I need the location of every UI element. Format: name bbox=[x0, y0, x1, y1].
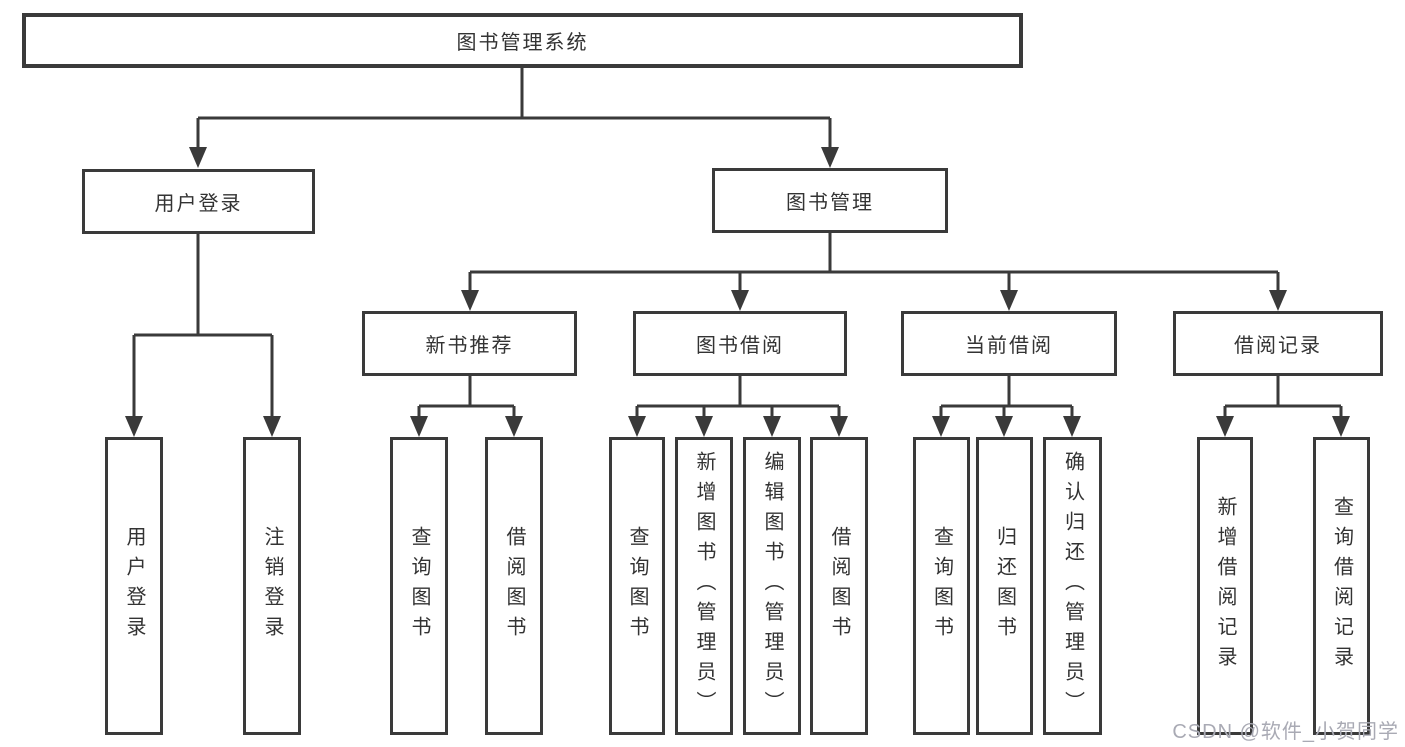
leaf-label: 新增图书（管理员） bbox=[693, 451, 715, 721]
leaf-label: 借阅图书 bbox=[503, 526, 525, 646]
leaf-label: 用户登录 bbox=[123, 526, 145, 646]
node-label: 用户登录 bbox=[154, 193, 243, 215]
leaf-label: 查询图书 bbox=[930, 526, 953, 646]
leaf-return-books: 归还图书 bbox=[976, 437, 1033, 735]
leaf-query-borrow-record: 查询借阅记录 bbox=[1313, 437, 1370, 735]
leaf-label: 注销登录 bbox=[261, 526, 283, 646]
leaf-add-borrow-record: 新增借阅记录 bbox=[1197, 437, 1253, 735]
node-book-management: 图书管理 bbox=[712, 168, 948, 233]
node-book-borrowing: 图书借阅 bbox=[633, 311, 847, 376]
leaf-edit-books-admin: 编辑图书（管理员） bbox=[743, 437, 801, 735]
node-system-root: 图书管理系统 bbox=[22, 13, 1023, 68]
leaf-logout: 注销登录 bbox=[243, 437, 301, 735]
node-current-borrowing: 当前借阅 bbox=[901, 311, 1117, 376]
node-user-login: 用户登录 bbox=[82, 169, 315, 234]
leaf-label: 查询图书 bbox=[408, 526, 430, 646]
leaf-user-login: 用户登录 bbox=[105, 437, 163, 735]
leaf-label: 查询图书 bbox=[626, 526, 648, 646]
node-borrow-records: 借阅记录 bbox=[1173, 311, 1383, 376]
leaf-recommend-borrow-books: 借阅图书 bbox=[485, 437, 543, 735]
leaf-recommend-query-books: 查询图书 bbox=[390, 437, 448, 735]
node-label: 图书管理系统 bbox=[456, 32, 589, 54]
leaf-label: 查询借阅记录 bbox=[1330, 496, 1353, 676]
node-label: 图书借阅 bbox=[696, 335, 784, 357]
leaf-borrowing-borrow-books: 借阅图书 bbox=[810, 437, 868, 735]
node-label: 借阅记录 bbox=[1234, 335, 1322, 357]
leaf-label: 借阅图书 bbox=[828, 526, 850, 646]
leaf-confirm-return-admin: 确认归还（管理员） bbox=[1043, 437, 1102, 735]
leaf-label: 确认归还（管理员） bbox=[1061, 451, 1084, 721]
node-label: 当前借阅 bbox=[965, 335, 1053, 357]
node-label: 新书推荐 bbox=[425, 335, 514, 357]
leaf-current-query-books: 查询图书 bbox=[913, 437, 970, 735]
csdn-watermark: CSDN @软件_小贺同学 bbox=[1172, 721, 1399, 743]
arrowheads bbox=[125, 147, 1350, 437]
node-label: 图书管理 bbox=[786, 192, 874, 214]
node-new-book-recommend: 新书推荐 bbox=[362, 311, 577, 376]
leaf-add-books-admin: 新增图书（管理员） bbox=[675, 437, 733, 735]
leaf-label: 新增借阅记录 bbox=[1214, 496, 1236, 676]
leaf-borrowing-query-books: 查询图书 bbox=[609, 437, 665, 735]
leaf-label: 编辑图书（管理员） bbox=[761, 451, 783, 721]
leaf-label: 归还图书 bbox=[993, 526, 1016, 646]
